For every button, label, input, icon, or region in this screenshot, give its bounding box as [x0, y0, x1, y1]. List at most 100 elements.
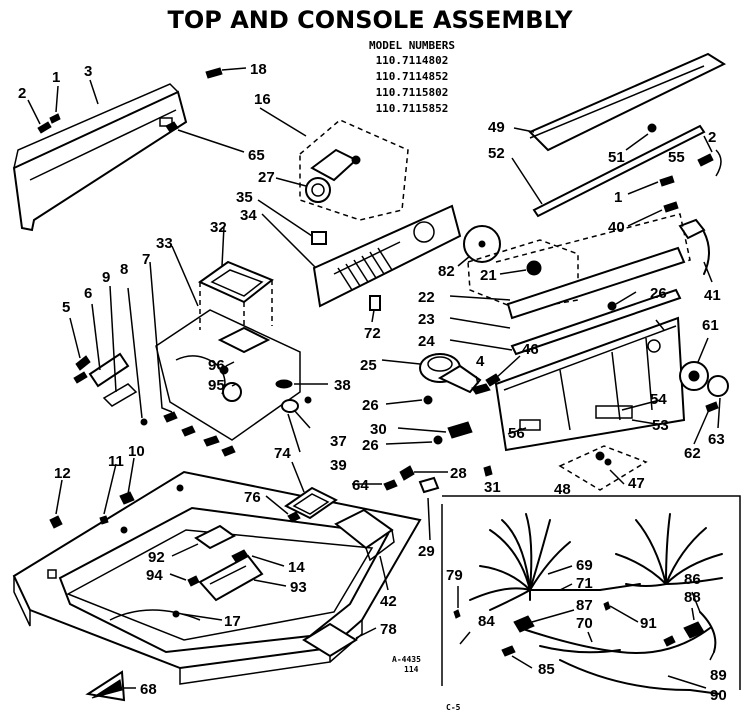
page-title: TOP AND CONSOLE ASSEMBLY: [167, 6, 573, 34]
callout-78: 78: [380, 621, 397, 638]
callout-31: 31: [484, 479, 501, 496]
callout-70: 70: [576, 615, 593, 632]
wiring-harness-inset: [441, 495, 741, 695]
callout-40: 40: [608, 219, 625, 236]
callout-42: 42: [380, 593, 397, 610]
model-number-4: 110.7115852: [376, 102, 449, 115]
callout-63: 63: [708, 431, 725, 448]
foot-icon: [85, 670, 136, 702]
callout-28: 28: [450, 465, 467, 482]
callout-29: 29: [418, 543, 435, 560]
drawing-reference: A-4435: [392, 655, 421, 664]
callout-46: 46: [522, 341, 539, 358]
timer-motor: [352, 353, 521, 541]
callout-38: 38: [334, 377, 351, 394]
callout-12: 12: [54, 465, 71, 482]
model-numbers-heading: MODEL NUMBERS: [369, 39, 455, 52]
callout-1b: 1: [614, 189, 622, 206]
callout-22: 22: [418, 289, 435, 306]
callout-52: 52: [488, 145, 505, 162]
callout-4: 4: [476, 353, 485, 370]
callout-54: 54: [650, 391, 667, 408]
hinge-icon: [69, 285, 138, 407]
washer-icon: [275, 379, 328, 453]
callout-2: 2: [18, 85, 26, 102]
callout-34: 34: [240, 207, 257, 224]
callout-88: 88: [684, 589, 701, 606]
callout-72: 72: [364, 325, 381, 342]
model-number-1: 110.7114802: [376, 54, 449, 67]
callout-26c: 26: [362, 437, 379, 454]
callout-55: 55: [668, 149, 685, 166]
callout-84: 84: [478, 613, 495, 630]
callout-65: 65: [248, 147, 265, 164]
bumper-icon: [49, 457, 135, 529]
dial-icon: [457, 225, 579, 311]
callout-37: 37: [330, 433, 347, 450]
washer-top-panel: [12, 470, 422, 685]
callout-91: 91: [640, 615, 657, 632]
callout-32: 32: [210, 219, 227, 236]
callout-51: 51: [608, 149, 625, 166]
callout-27: 27: [258, 169, 275, 186]
clip-icon: [165, 121, 179, 133]
callout-87: 87: [576, 597, 593, 614]
model-number-2: 110.7114852: [376, 70, 449, 83]
callout-79: 79: [446, 567, 463, 584]
callout-26a: 26: [650, 285, 667, 302]
trim-strip: [511, 52, 727, 218]
callout-86: 86: [684, 571, 701, 588]
callout-1: 1: [52, 69, 60, 86]
screw-icon: [127, 261, 236, 457]
callout-61: 61: [702, 317, 719, 334]
switch-icon: [678, 218, 713, 283]
callout-82: 82: [438, 263, 455, 280]
screw-icon: [27, 79, 99, 134]
callout-10: 10: [128, 443, 145, 460]
callout-94: 94: [146, 567, 163, 584]
model-number-3: 110.7115802: [376, 86, 449, 99]
callout-17: 17: [224, 613, 241, 630]
control-panel: [261, 204, 462, 323]
switch-group: [558, 445, 648, 491]
console-frame: [155, 225, 301, 441]
callout-16: 16: [254, 91, 271, 108]
lid-hinge-assembly: [169, 524, 287, 621]
callout-18: 18: [250, 61, 267, 78]
callout-39: 39: [330, 457, 347, 474]
callout-74: 74: [274, 445, 291, 462]
callout-14: 14: [288, 559, 305, 576]
callout-21: 21: [480, 267, 497, 284]
callout-93: 93: [290, 579, 307, 596]
callout-2b: 2: [708, 129, 716, 146]
callout-85: 85: [538, 661, 555, 678]
callout-53: 53: [652, 417, 669, 434]
callout-5: 5: [62, 299, 70, 316]
callout-25: 25: [360, 357, 377, 374]
callout-95: 95: [208, 377, 225, 394]
callout-49: 49: [488, 119, 505, 136]
callout-30: 30: [370, 421, 387, 438]
callout-6: 6: [84, 285, 92, 302]
callout-56: 56: [508, 425, 525, 442]
lid-switch-icon: [265, 461, 338, 523]
callout-41: 41: [704, 287, 721, 304]
callout-71: 71: [576, 575, 593, 592]
callout-69: 69: [576, 557, 593, 574]
callout-96: 96: [208, 357, 225, 374]
callout-89: 89: [710, 667, 727, 684]
console-panel: [12, 83, 188, 232]
callout-62: 62: [684, 445, 701, 462]
callout-labels: 1 2 3 18 16 65 27 35 34 72 82 21 49 52 5…: [18, 61, 727, 704]
callout-90: 90: [710, 687, 727, 704]
screw-icon: [205, 67, 247, 79]
screw-icon: [627, 175, 679, 227]
callout-8: 8: [120, 261, 128, 278]
screw-icon: [697, 135, 722, 177]
callout-64: 64: [352, 477, 369, 494]
callout-92: 92: [148, 549, 165, 566]
callout-7: 7: [142, 251, 150, 268]
callout-26b: 26: [362, 397, 379, 414]
callout-24: 24: [418, 333, 435, 350]
